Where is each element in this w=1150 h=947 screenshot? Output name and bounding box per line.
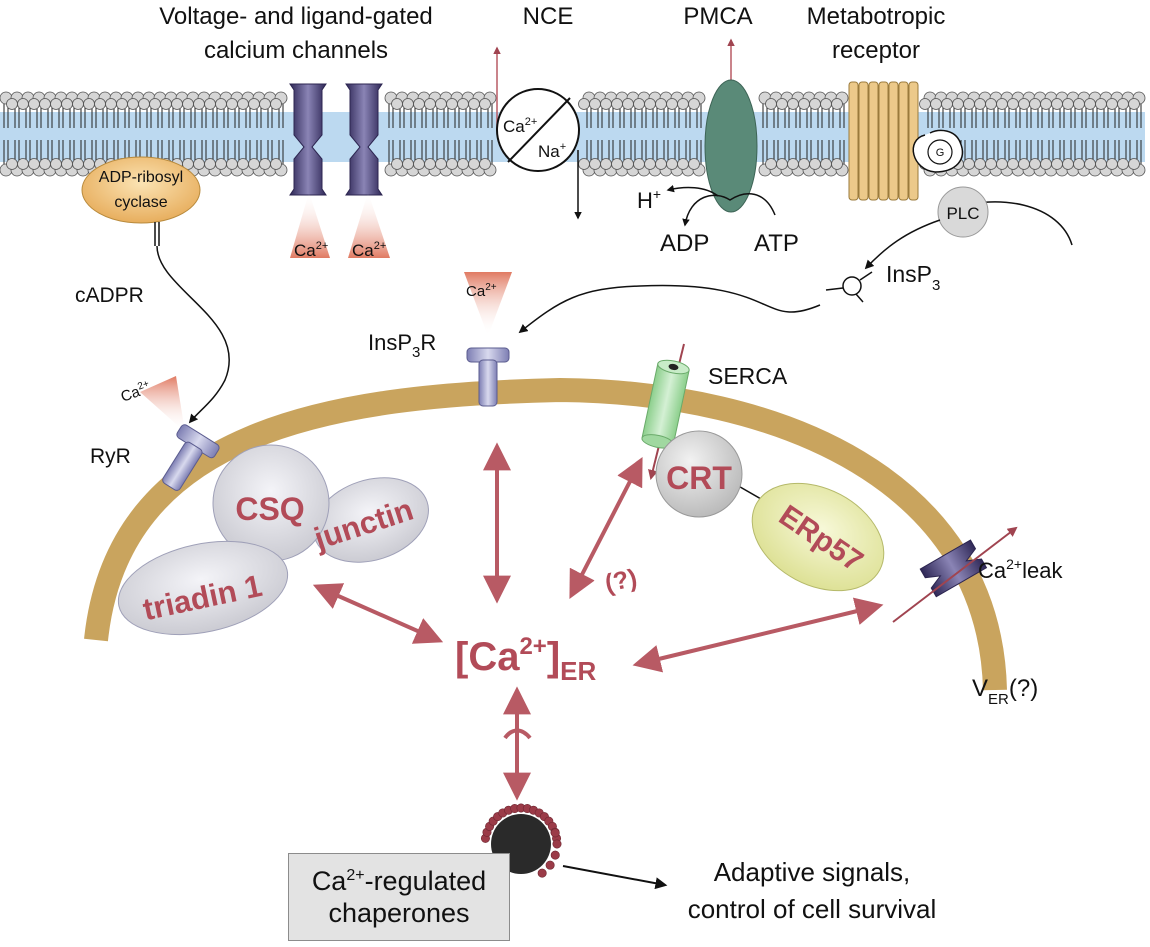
calcium-influx-cone-1 [290, 192, 330, 258]
cyclase-label-1: ADP-ribosyl [99, 169, 183, 186]
ryr-label: RyR [90, 445, 131, 468]
cadpr-label: cADPR [75, 284, 144, 307]
insp3-to-receptor-arrow [518, 284, 821, 334]
ryr-ca-cone [140, 376, 185, 432]
cadpr-to-ryr-arrow [156, 245, 230, 424]
chaperone-to-signals-arrow [562, 865, 668, 890]
channels-label-1: Voltage- and ligand-gated [159, 3, 433, 30]
serca-pump [641, 359, 690, 449]
crt-protein [655, 430, 743, 518]
arrow-twist [503, 728, 532, 740]
g-protein-label: G [936, 147, 945, 159]
leak-label: Ca2+leak [978, 556, 1063, 583]
crt-label: CRT [666, 460, 732, 496]
calcium-influx-cone-2 [348, 192, 390, 258]
serca-label: SERCA [708, 363, 788, 389]
plc-enzyme [937, 186, 989, 238]
proton-arrow [666, 184, 719, 197]
insp3r-channel [466, 347, 510, 407]
pmca-pump [704, 79, 758, 213]
ca-leak-channel [919, 539, 988, 598]
ca-er-label: [Ca2+]ER [455, 633, 596, 686]
g-protein [927, 139, 953, 165]
insp3-label: InsP3 [886, 261, 940, 294]
calcium-channel-1 [289, 83, 327, 196]
csq-label: CSQ [235, 491, 304, 527]
adp-label: ADP [660, 230, 709, 257]
insp3r-ca-label: Ca2+ [466, 282, 497, 300]
nce-divider [507, 97, 571, 163]
arrow-leak-ca [632, 597, 884, 673]
chaperones-box: Ca2+-regulated chaperones [288, 853, 510, 941]
chaperones-line-2: chaperones [328, 898, 470, 928]
plc-label: PLC [946, 204, 979, 223]
ryr-ca-label: Ca2+ [118, 378, 153, 405]
insp3r-ca-cone [464, 272, 512, 336]
atp-label: ATP [754, 230, 799, 257]
unknown-mark: (?) [602, 564, 639, 598]
leak-arrow [892, 526, 1018, 623]
adaptive-label-1: Adaptive signals, [714, 857, 911, 887]
channel-ca-2: Ca2+ [352, 240, 386, 260]
proton-label: H+ [637, 186, 661, 213]
metabotropic-label-1: Metabotropic [807, 3, 946, 30]
channels-label-2: calcium channels [204, 37, 388, 64]
erp57-protein [751, 482, 885, 592]
arrow-csq-ca [312, 583, 444, 644]
insp3-molecule [842, 276, 862, 296]
calcium-channel-2 [345, 83, 383, 196]
triadin-protein [117, 540, 289, 636]
metabotropic-receptor [848, 81, 919, 201]
adaptive-label-2: control of cell survival [688, 894, 937, 924]
atp-adp-arrow [682, 193, 776, 227]
nce-ca-label: Ca2+ [503, 116, 537, 136]
pmca-label: PMCA [683, 3, 752, 30]
metabotropic-label-2: receptor [832, 37, 920, 64]
chaperones-line-1: Ca2+-regulated [311, 866, 487, 896]
arrow-crt-ca [569, 457, 643, 599]
adp-ribosyl-cyclase [81, 156, 201, 224]
ver-label: VER(?) [972, 675, 1038, 708]
nce-na-label: Na+ [538, 141, 566, 161]
insp3r-label: InsP3R [368, 330, 436, 361]
ryr-channel [162, 424, 220, 491]
channel-ca-1: Ca2+ [294, 240, 328, 260]
plc-to-insp3-arrow [864, 219, 941, 270]
nce-label: NCE [523, 3, 574, 30]
cyclase-label-2: cyclase [114, 194, 167, 211]
